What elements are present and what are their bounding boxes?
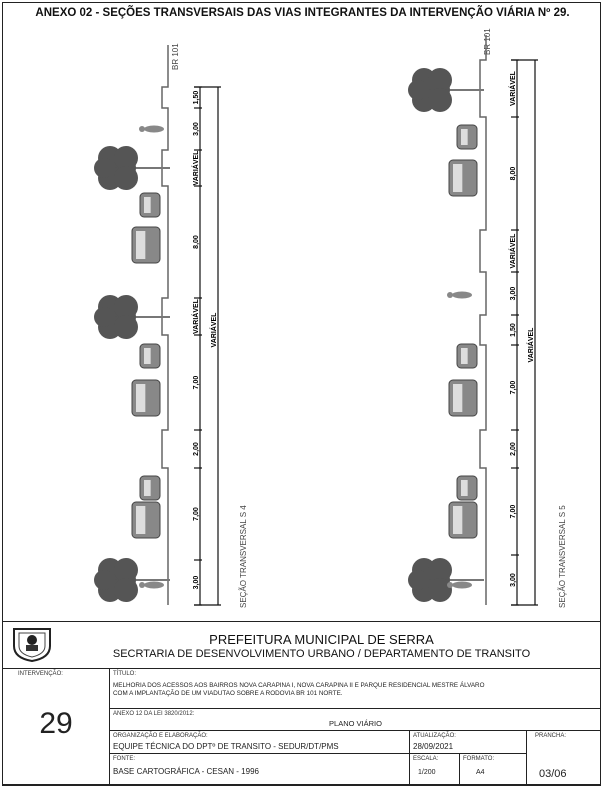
dimension-label: 8,00 xyxy=(193,235,200,249)
dimension-label: 3,00 xyxy=(510,287,517,301)
sheet-label: PRANCHA: xyxy=(535,733,567,739)
scale-cell: ESCALA: 1/200 xyxy=(410,754,460,786)
total-dimension-label: VARIÁVEL xyxy=(209,312,218,348)
dimension-label: 3,00 xyxy=(193,576,200,590)
city-crest-logo xyxy=(13,628,51,662)
scale-value: 1/200 xyxy=(418,769,436,776)
bus-icon xyxy=(131,379,161,417)
annex-label: ANEXO 12 DA LEI 3820/2012: xyxy=(113,711,195,717)
document-title: ANEXO 02 - SEÇÕES TRANSVERSAIS DAS VIAS … xyxy=(35,7,570,19)
car-icon xyxy=(456,124,478,150)
bus-icon xyxy=(448,501,478,539)
intervention-cell: INTERVENÇÃO: 29 xyxy=(2,669,110,786)
section-s5: VARIÁVEL8,00VARIÁVEL3,001,507,002,007,00… xyxy=(408,35,538,606)
sheet-cell: PRANCHA: 03/06 xyxy=(527,731,601,786)
total-dimension-label: VARIÁVEL xyxy=(526,327,535,363)
car-icon xyxy=(456,343,478,369)
car-icon xyxy=(456,475,478,501)
car-icon xyxy=(139,343,161,369)
car-icon xyxy=(139,192,161,218)
dimension-label: 2,00 xyxy=(510,442,517,456)
bus-icon xyxy=(131,226,161,264)
road-profile xyxy=(161,45,169,605)
bus-icon xyxy=(448,379,478,417)
source-value: BASE CARTOGRÁFICA - CESAN - 1996 xyxy=(113,767,259,776)
section-label-s4: SEÇÃO TRANSVERSAL S 4 xyxy=(239,505,248,608)
dimension-label: VARIÁVEL xyxy=(508,70,517,106)
organization-value: EQUIPE TÉCNICA DO DPTº DE TRANSITO - SED… xyxy=(113,742,339,751)
dimension-label: VARIÁVEL xyxy=(191,150,200,186)
dimension-label: 7,00 xyxy=(193,507,200,521)
org-name: PREFEITURA MUNICIPAL DE SERRA xyxy=(209,632,434,647)
annex-value: PLANO VIÁRIO xyxy=(329,719,382,728)
dimension-label: 3,00 xyxy=(193,122,200,136)
dimension-label: 7,00 xyxy=(510,381,517,395)
dimension-label: 7,00 xyxy=(510,505,517,519)
road-profile xyxy=(479,35,487,605)
dimension-label: 1,50 xyxy=(510,323,517,337)
annex-cell: ANEXO 12 DA LEI 3820/2012: PLANO VIÁRIO xyxy=(110,709,601,731)
sheet-value: 03/06 xyxy=(539,768,567,780)
dimension-label: 1,50 xyxy=(193,91,200,105)
tree-icon xyxy=(408,68,484,112)
bus-icon xyxy=(131,501,161,539)
road-label-s5: BR 101 xyxy=(483,28,492,55)
pedestrian-icon xyxy=(447,581,472,589)
title-cell: TÍTULO: MELHORIA DOS ACESSOS AOS BAIRROS… xyxy=(110,669,601,709)
road-label-s4: BR 101 xyxy=(171,43,180,70)
car-icon xyxy=(139,475,161,501)
intervention-label: INTERVENÇÃO: xyxy=(18,671,63,677)
title-label: TÍTULO: xyxy=(113,671,137,677)
source-cell: FONTE: BASE CARTOGRÁFICA - CESAN - 1996 xyxy=(110,754,410,786)
dimension-label: 3,00 xyxy=(510,573,517,587)
pedestrian-icon xyxy=(139,125,164,133)
tree-icon xyxy=(408,558,484,602)
section-s4: 1,503,00VARIÁVEL8,00VARIÁVEL7,002,007,00… xyxy=(94,45,221,606)
tree-icon xyxy=(94,146,170,190)
organization-label: ORGANIZAÇÃO E ELABORAÇÃO: xyxy=(113,733,208,739)
pedestrian-icon xyxy=(447,291,472,299)
dimension-label: VARIÁVEL xyxy=(508,233,517,269)
cross-sections-drawing: BR 101 BR 101 SEÇÃO TRANSVERSAL S 4 SEÇÃ… xyxy=(94,28,567,608)
format-label: FORMATO: xyxy=(463,756,495,762)
title-block: PREFEITURA MUNICIPAL DE SERRA SECRTARIA … xyxy=(2,621,601,786)
update-label: ATUALIZAÇÃO: xyxy=(413,733,456,739)
organization-cell: ORGANIZAÇÃO E ELABORAÇÃO: EQUIPE TÉCNICA… xyxy=(110,731,410,754)
source-label: FONTE: xyxy=(113,756,135,762)
tree-icon xyxy=(94,558,170,602)
tree-icon xyxy=(94,295,170,339)
bus-icon xyxy=(448,159,478,197)
dimension-label: 2,00 xyxy=(193,442,200,456)
header-row: PREFEITURA MUNICIPAL DE SERRA SECRTARIA … xyxy=(2,622,601,669)
format-cell: FORMATO: A4 xyxy=(460,754,527,786)
dimension-label: 7,00 xyxy=(193,376,200,390)
dimension-label: VARIÁVEL xyxy=(191,298,200,334)
title-line-2: COM A IMPLANTAÇÃO DE UM VIADUTAO SOBRE A… xyxy=(113,690,343,697)
pedestrian-icon xyxy=(139,581,164,589)
format-value: A4 xyxy=(476,769,485,776)
dimension-label: 8,00 xyxy=(510,167,517,181)
section-label-s5: SEÇÃO TRANSVERSAL S 5 xyxy=(558,505,567,608)
department-name: SECRTARIA DE DESENVOLVIMENTO URBANO / DE… xyxy=(112,648,531,660)
intervention-number: 29 xyxy=(39,707,73,740)
scale-label: ESCALA: xyxy=(413,756,439,762)
update-value: 28/09/2021 xyxy=(413,742,454,751)
update-cell: ATUALIZAÇÃO: 28/09/2021 xyxy=(410,731,527,754)
title-line-1: MELHORIA DOS ACESSOS AOS BAIRROS NOVA CA… xyxy=(113,682,485,689)
